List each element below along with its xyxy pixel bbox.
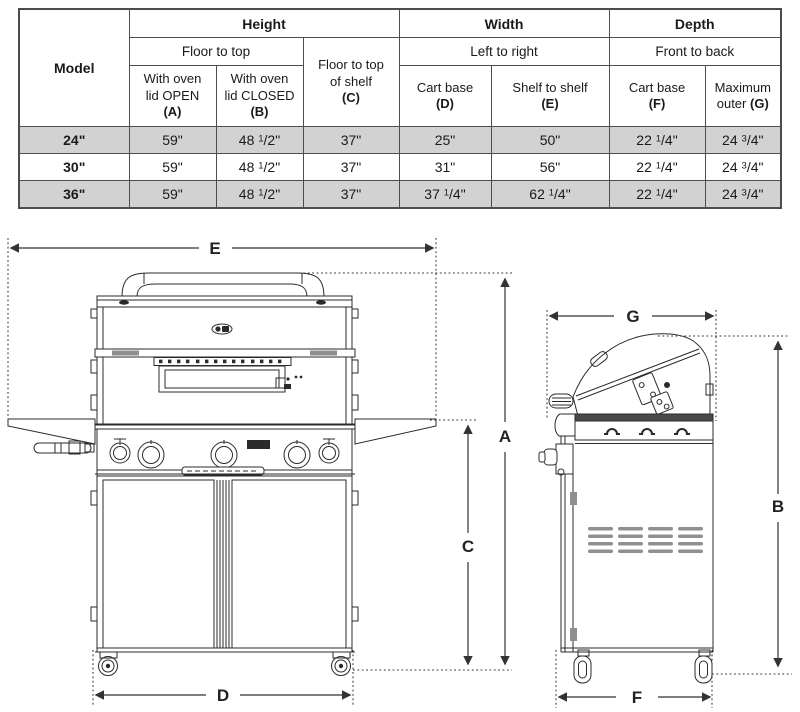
dim-D: D bbox=[92, 650, 354, 707]
dim-label-C: C bbox=[462, 537, 474, 556]
shelf-towel-bar bbox=[33, 440, 95, 455]
side-knob bbox=[538, 443, 574, 476]
front-to-back-header: Front to back bbox=[608, 37, 782, 66]
caster-side-back bbox=[694, 649, 713, 684]
cell-e: 62 1/4" bbox=[490, 180, 610, 209]
dim-B: B bbox=[658, 335, 790, 668]
grill-front-view bbox=[7, 272, 437, 676]
cell-d: 37 1/4" bbox=[398, 180, 492, 209]
dim-F: F bbox=[555, 650, 713, 708]
col-header-c-text: Floor to top of shelf bbox=[318, 57, 384, 89]
dimension-diagram: E A C D bbox=[7, 238, 792, 708]
cell-c: 37" bbox=[302, 153, 400, 181]
col-header-c-letter: (C) bbox=[341, 90, 361, 106]
model-cell: 24" bbox=[18, 126, 130, 154]
control-knob-2 bbox=[137, 440, 165, 469]
col-header-c: Floor to top of shelf (C) bbox=[302, 37, 400, 127]
dim-label-B: B bbox=[772, 497, 784, 516]
caster-side-front bbox=[573, 649, 592, 684]
table-row-36: 36" 59" 48 1/2" 37" 37 1/4" 62 1/4" 22 1… bbox=[18, 180, 782, 209]
model-cell: 30" bbox=[18, 153, 130, 181]
cart-right-door bbox=[231, 479, 347, 649]
col-header-a: With oven lid OPEN (A) bbox=[128, 65, 217, 127]
depth-group-header: Depth bbox=[608, 8, 782, 38]
dim-label-F: F bbox=[632, 688, 642, 707]
model-column-header: Model bbox=[18, 8, 130, 127]
col-header-b: With oven lid CLOSED (B) bbox=[215, 65, 304, 127]
cell-f: 22 1/4" bbox=[608, 180, 706, 209]
control-panel bbox=[94, 424, 356, 476]
cell-a: 59" bbox=[128, 126, 217, 154]
cell-d: 25" bbox=[398, 126, 492, 154]
dim-label-G: G bbox=[626, 307, 639, 326]
dim-G: G bbox=[546, 307, 717, 421]
cell-a: 59" bbox=[128, 153, 217, 181]
col-header-d: Cart base (D) bbox=[398, 65, 492, 127]
dim-C: C bbox=[430, 419, 478, 666]
left-to-right-header: Left to right bbox=[398, 37, 610, 66]
cart-side bbox=[560, 421, 714, 653]
cell-d: 31" bbox=[398, 153, 492, 181]
control-knob-1 bbox=[109, 438, 131, 464]
cell-f: 22 1/4" bbox=[608, 153, 706, 181]
cart-front bbox=[90, 470, 359, 653]
cell-e: 56" bbox=[490, 153, 610, 181]
cell-b: 48 1/2" bbox=[215, 153, 304, 181]
col-header-f: Cart base (F) bbox=[608, 65, 706, 127]
front-handle-end bbox=[548, 393, 574, 409]
cell-g: 24 3/4" bbox=[704, 126, 782, 154]
panel-logo-badge bbox=[247, 440, 270, 449]
width-group-header: Width bbox=[398, 8, 610, 38]
table-row-30: 30" 59" 48 1/2" 37" 31" 56" 22 1/4" 24 3… bbox=[18, 153, 782, 181]
cell-c: 37" bbox=[302, 180, 400, 209]
firebox-side bbox=[554, 413, 714, 444]
caster-front-left bbox=[98, 651, 118, 676]
oven-window bbox=[158, 365, 303, 393]
side-vents bbox=[588, 527, 703, 553]
dim-label-A: A bbox=[499, 427, 511, 446]
dim-label-E: E bbox=[209, 239, 220, 258]
control-knob-5 bbox=[318, 438, 340, 464]
lid-handle bbox=[121, 272, 325, 298]
right-side-shelf bbox=[354, 418, 437, 445]
dimensions-table: Model Height Width Depth Floor to top Fl… bbox=[18, 8, 783, 209]
cart-left-door bbox=[102, 479, 215, 649]
cell-c: 37" bbox=[302, 126, 400, 154]
caster-front-right bbox=[331, 651, 351, 676]
cell-b: 48 1/2" bbox=[215, 126, 304, 154]
dim-label-D: D bbox=[217, 686, 229, 705]
hood-logo-badge bbox=[211, 323, 233, 335]
dimension-annotations: E A C D bbox=[7, 238, 792, 708]
height-group-header: Height bbox=[128, 8, 400, 38]
cell-e: 50" bbox=[490, 126, 610, 154]
col-header-g: Maximum outer (G) bbox=[704, 65, 782, 127]
floor-to-top-header: Floor to top bbox=[128, 37, 304, 66]
grill-hood bbox=[90, 295, 359, 425]
cell-b: 48 1/2" bbox=[215, 180, 304, 209]
col-header-e: Shelf to shelf (E) bbox=[490, 65, 610, 127]
control-knob-4 bbox=[283, 440, 311, 469]
cell-a: 59" bbox=[128, 180, 217, 209]
grill-side-view bbox=[538, 333, 714, 684]
open-lid bbox=[572, 333, 714, 417]
table-row-24: 24" 59" 48 1/2" 37" 25" 50" 22 1/4" 24 3… bbox=[18, 126, 782, 154]
vent-dots bbox=[159, 359, 282, 364]
left-side-shelf bbox=[7, 418, 96, 445]
dim-A: A bbox=[299, 272, 512, 666]
dim-E: E bbox=[7, 238, 437, 418]
model-cell: 36" bbox=[18, 180, 130, 209]
cell-f: 22 1/4" bbox=[608, 126, 706, 154]
cell-g: 24 3/4" bbox=[704, 180, 782, 209]
cell-g: 24 3/4" bbox=[704, 153, 782, 181]
